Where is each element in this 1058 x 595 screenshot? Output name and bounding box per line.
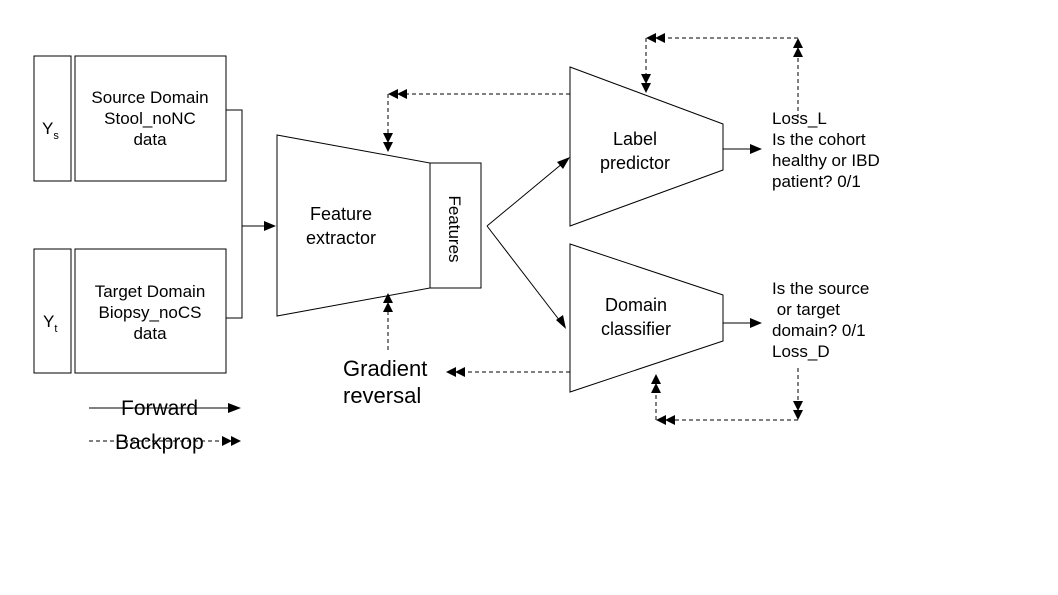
merge-arrow-icon: [264, 221, 276, 231]
gradient-reversal-backprop: Gradient reversal: [343, 293, 570, 408]
target-line-1: Target Domain: [95, 282, 206, 301]
label-loss-backprop: [641, 33, 803, 118]
loss-l-label: Loss_L: [772, 109, 827, 128]
label-question-line-2: healthy or IBD: [772, 151, 880, 170]
legend-backprop-label: Backprop: [115, 431, 204, 454]
target-domain-block: Yt Target Domain Biopsy_noCS data: [33, 248, 227, 374]
to-label-predictor-arrow-icon: [557, 157, 570, 169]
features-box: [429, 162, 482, 289]
legend: Forward Backprop: [89, 397, 241, 454]
feature-extractor-line-1: Feature: [310, 204, 372, 224]
gradient-reversal-line-1: Gradient: [343, 356, 427, 381]
features-block: Features: [429, 162, 482, 289]
source-line-1: Source Domain: [91, 88, 208, 107]
feature-extractor: Feature extractor: [276, 134, 431, 317]
target-label-box: [33, 248, 72, 374]
source-y-label: Ys: [42, 119, 59, 142]
target-line-3: data: [133, 324, 167, 343]
domain-question-line-1: Is the source: [772, 279, 869, 298]
input-merge-connector: [226, 109, 276, 319]
to-domain-classifier-arrow-icon: [556, 315, 566, 329]
label-output-text: Loss_L Is the cohort healthy or IBD pati…: [772, 109, 880, 191]
label-question-line-1: Is the cohort: [772, 130, 866, 149]
domain-classifier-shape: [569, 243, 724, 393]
domain-loss-backprop: [651, 368, 803, 425]
feature-extractor-line-2: extractor: [306, 228, 376, 248]
extractor-backprop-top: [383, 89, 570, 152]
source-line-2: Stool_noNC: [104, 109, 196, 128]
domain-classifier-line-1: Domain: [605, 295, 667, 315]
target-data-box: [74, 248, 227, 374]
source-domain-block: Ys Source Domain Stool_noNC data: [33, 55, 227, 182]
source-data-box: [74, 55, 227, 182]
label-predictor-shape: [569, 66, 724, 227]
forward-branches: [486, 157, 570, 329]
label-predictor: Label predictor: [569, 66, 762, 227]
domain-classifier: Domain classifier: [569, 243, 762, 393]
target-y-label: Yt: [43, 312, 57, 335]
label-question-line-3: patient? 0/1: [772, 172, 861, 191]
legend-forward-arrow-icon: [228, 403, 241, 413]
source-line-3: data: [133, 130, 167, 149]
domain-question-line-3: domain? 0/1: [772, 321, 866, 340]
loss-d-label: Loss_D: [772, 342, 830, 361]
features-label: Features: [445, 195, 464, 262]
domain-output-arrow-icon: [750, 318, 762, 328]
label-predictor-line-1: Label: [613, 129, 657, 149]
legend-backprop-arrow-icon: [222, 436, 232, 446]
label-predictor-line-2: predictor: [600, 153, 670, 173]
label-output-arrow-icon: [750, 144, 762, 154]
source-label-box: [33, 55, 72, 182]
target-line-2: Biopsy_noCS: [98, 303, 201, 322]
feature-extractor-shape: [276, 134, 431, 317]
domain-classifier-line-2: classifier: [601, 319, 671, 339]
legend-forward-label: Forward: [121, 397, 198, 420]
domain-output-text: Is the source or target domain? 0/1 Loss…: [772, 279, 869, 361]
gradient-reversal-line-2: reversal: [343, 383, 421, 408]
domain-question-line-2: or target: [772, 300, 840, 319]
